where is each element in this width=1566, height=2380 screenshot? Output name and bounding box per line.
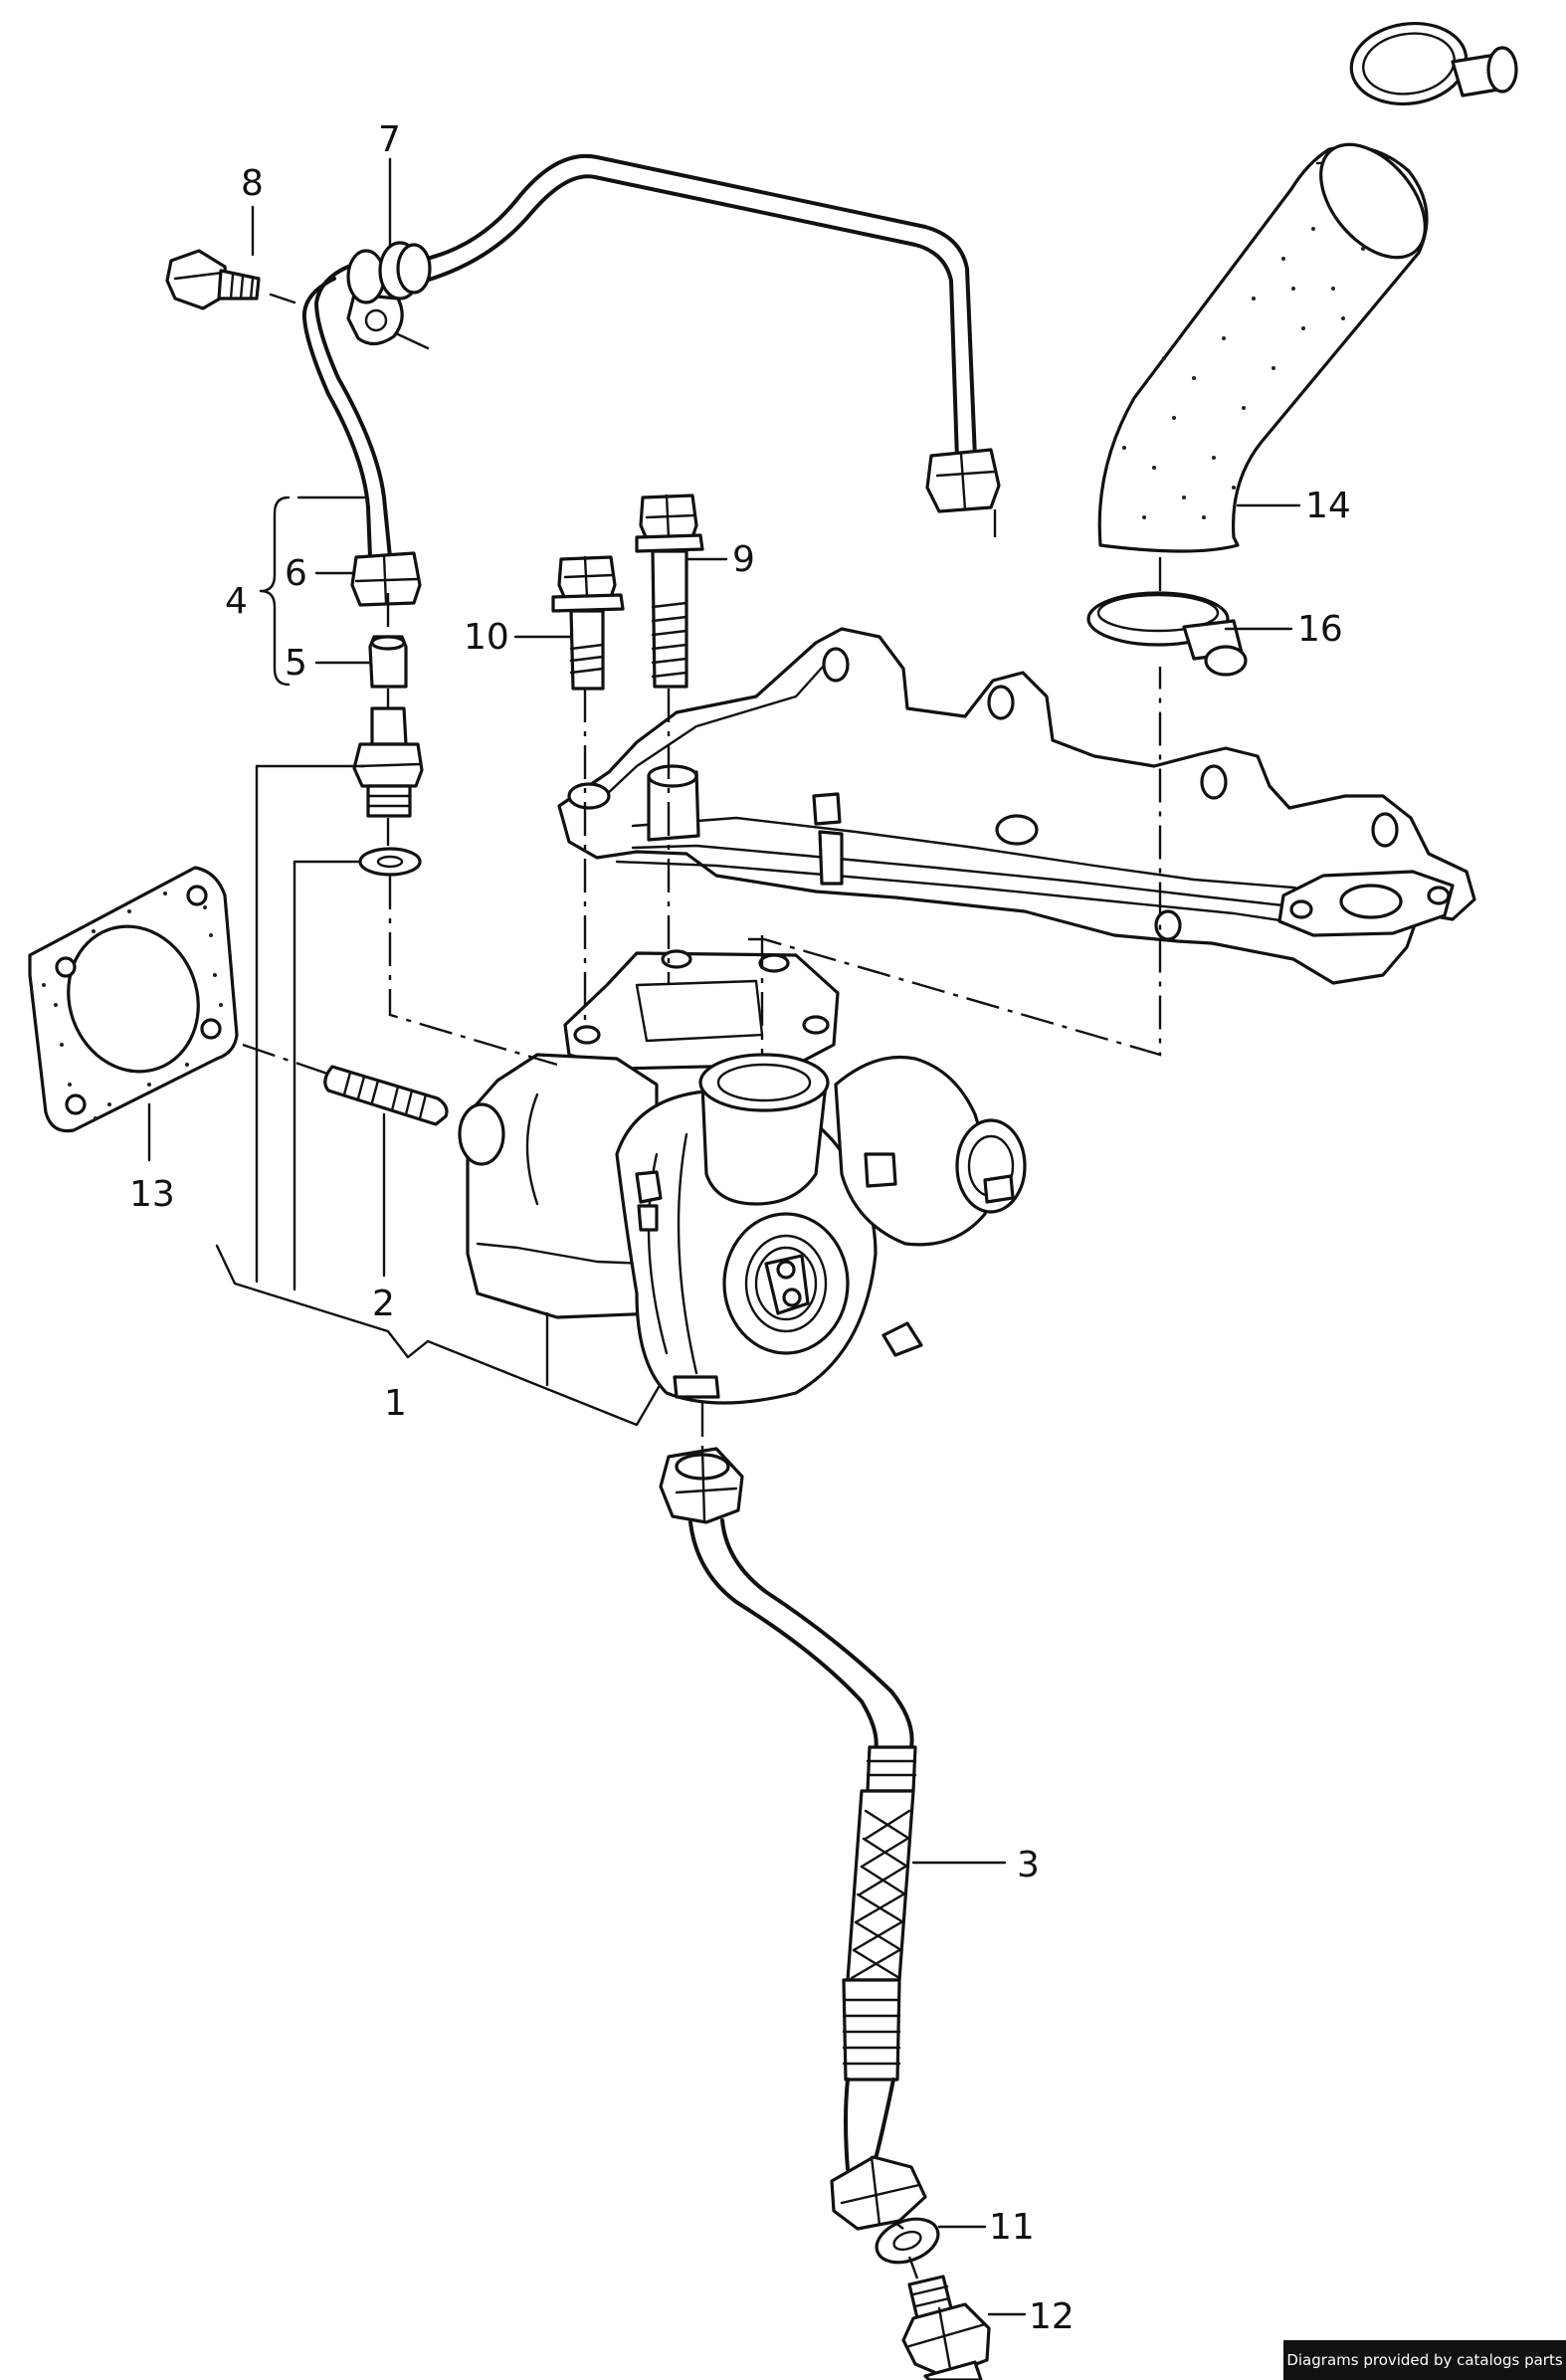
part-16-hose-clamp <box>1086 591 1248 677</box>
leader-lines <box>147 157 1301 2316</box>
part-7-oil-pipe <box>301 154 1001 559</box>
part-1-turbocharger <box>458 949 1027 1405</box>
callout-10: 10 <box>464 617 509 658</box>
part-10-bolt <box>551 555 625 691</box>
part-14-intake-hose <box>1097 142 1429 553</box>
callout-7: 7 <box>378 119 401 160</box>
callout-4: 4 <box>225 581 248 622</box>
callout-14: 14 <box>1305 486 1351 526</box>
part-13-gasket <box>28 866 239 1133</box>
callout-12: 12 <box>1029 2296 1075 2337</box>
part-9-bolt <box>635 494 704 689</box>
exhaust-manifold <box>557 627 1476 985</box>
part-6-union-nut <box>350 551 422 607</box>
part-2-stud <box>323 1065 449 1126</box>
callout-3: 3 <box>1017 1845 1040 1885</box>
callout-8: 8 <box>241 163 264 204</box>
part-5-sleeve <box>368 635 408 689</box>
hose-clamp-top <box>1349 21 1518 106</box>
callout-5: 5 <box>285 643 307 684</box>
callout-6: 6 <box>285 553 307 594</box>
callout-16: 16 <box>1297 609 1343 650</box>
part-12-union-fitting <box>901 2275 991 2380</box>
oil-adapter-fitting <box>352 706 424 818</box>
callout-11: 11 <box>989 2207 1035 2248</box>
callout-2: 2 <box>372 1284 395 1324</box>
credit-banner: Diagrams provided by catalogs parts <box>1283 2340 1566 2380</box>
part-3-oil-return-line <box>659 1447 927 2231</box>
callout-9: 9 <box>732 539 755 580</box>
part-8-banjo-bolt <box>165 249 296 310</box>
callout-13: 13 <box>129 1174 175 1215</box>
sealing-washer <box>358 847 422 877</box>
assembly-lines <box>242 509 1162 2280</box>
part-11-washer <box>875 2217 940 2265</box>
callout-labels: 7 8 6 4 5 9 10 14 16 13 2 1 3 11 12 <box>129 119 1351 2337</box>
callout-1: 1 <box>384 1383 407 1424</box>
